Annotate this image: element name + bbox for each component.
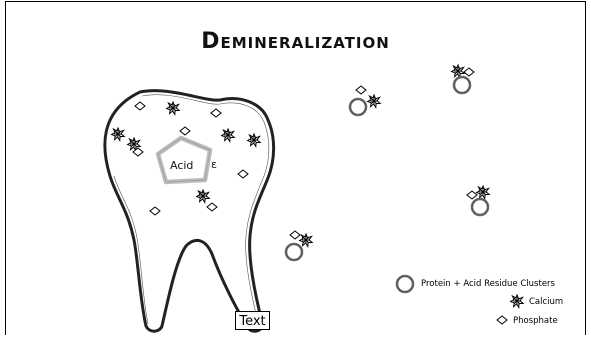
protein-cluster-icon [286,244,302,260]
acid-label-fragment: ɛ [211,158,217,171]
text-placeholder-box[interactable]: Text [235,311,270,330]
phosphate-icon [467,191,477,199]
tooth-outline [105,91,274,332]
protein-cluster-icon [350,99,366,115]
legend-protein-label: Protein + Acid Residue Clusters [421,279,555,289]
phosphate-icon [290,231,300,239]
calcium-icon [477,186,490,198]
slide-title: Demineralization [0,29,591,54]
protein-cluster-icon [454,77,470,93]
calcium-icon [368,95,381,107]
calcium-icon [300,234,313,246]
legend-calcium-label: Calcium [529,297,563,307]
legend-protein-icon [397,276,413,292]
legend-phosphate-icon [497,316,507,324]
legend-calcium-icon [511,295,524,307]
phosphate-icon [464,68,474,76]
calcium-icon [452,65,465,77]
acid-label: Acid [170,159,193,172]
legend-phosphate-label: Phosphate [513,316,558,326]
protein-cluster-icon [472,199,488,215]
phosphate-icon [356,86,366,94]
